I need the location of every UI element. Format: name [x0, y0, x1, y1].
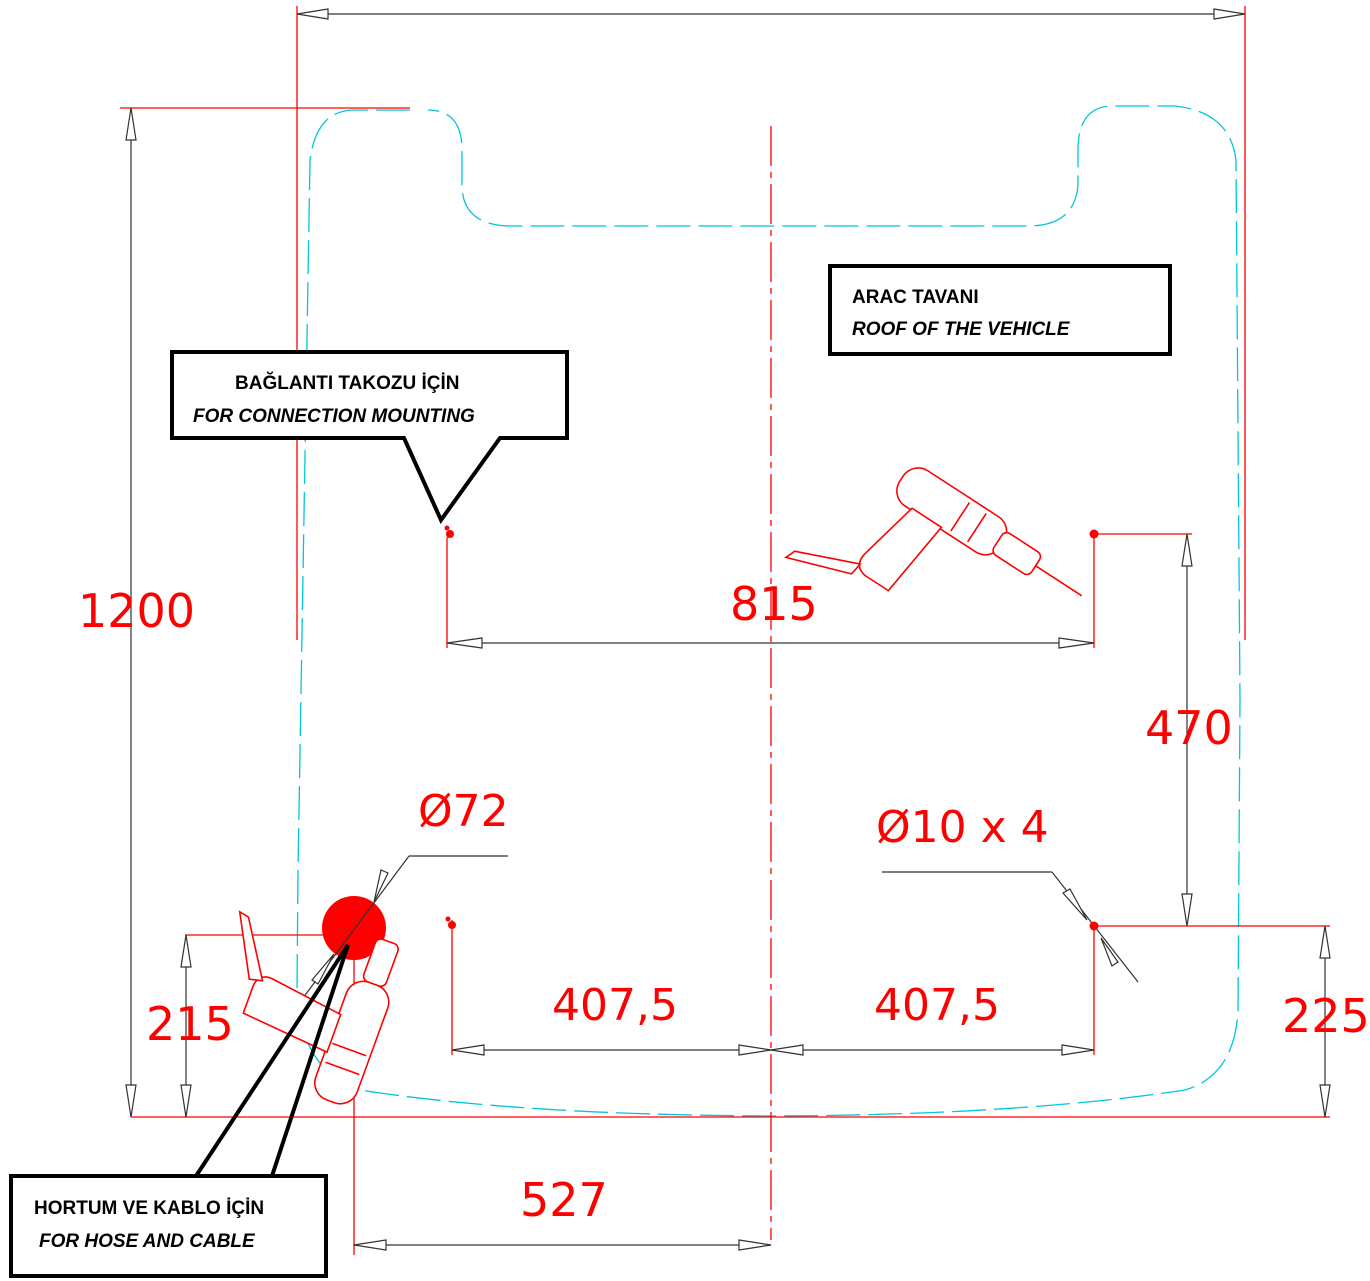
large-hole-72 — [299, 855, 508, 1003]
hole-72-label: Ø72 — [418, 786, 509, 837]
drill-icon — [784, 467, 1083, 597]
top-width-dimension — [296, 6, 1246, 640]
vertical-470-label: 470 — [1145, 701, 1233, 755]
height-1200-dimension — [120, 107, 1330, 1118]
hose-callout-leaders — [194, 943, 350, 1178]
roof-callout — [828, 264, 1172, 356]
drill-icon-lower — [238, 910, 399, 1105]
small-hole-10 — [882, 871, 1139, 983]
half-spacing-left-label: 407,5 — [552, 980, 678, 1031]
hose-callout-line2: FOR HOSE AND CABLE — [39, 1231, 256, 1252]
bottom-527-label: 527 — [520, 1173, 608, 1227]
half-spacing-right-label: 407,5 — [874, 980, 1000, 1031]
roof-callout-line1: ARAC TAVANI — [852, 287, 979, 308]
height-1200-label: 1200 — [78, 584, 195, 638]
offset-215-label: 215 — [146, 997, 234, 1051]
mounting-callout-line2: FOR CONNECTION MOUNTING — [193, 406, 475, 427]
hole-10-label: Ø10 x 4 — [876, 802, 1049, 853]
half-spacing-dimensions — [451, 920, 1095, 1056]
offset-225-dimension — [1094, 925, 1331, 1118]
hole-markers — [444, 525, 1099, 931]
spacing-815-dimension — [446, 537, 1095, 649]
mounting-callout — [170, 350, 569, 524]
vertical-470-dimension — [1094, 533, 1193, 927]
hose-callout-line1: HORTUM VE KABLO İÇİN — [34, 1198, 264, 1219]
spacing-815-label: 815 — [730, 577, 818, 631]
roof-callout-line2: ROOF OF THE VEHICLE — [852, 319, 1071, 340]
hose-callout — [9, 1174, 328, 1278]
mounting-callout-line1: BAĞLANTI TAKOZU İÇİN — [235, 372, 459, 394]
offset-225-label: 225 — [1282, 989, 1370, 1043]
